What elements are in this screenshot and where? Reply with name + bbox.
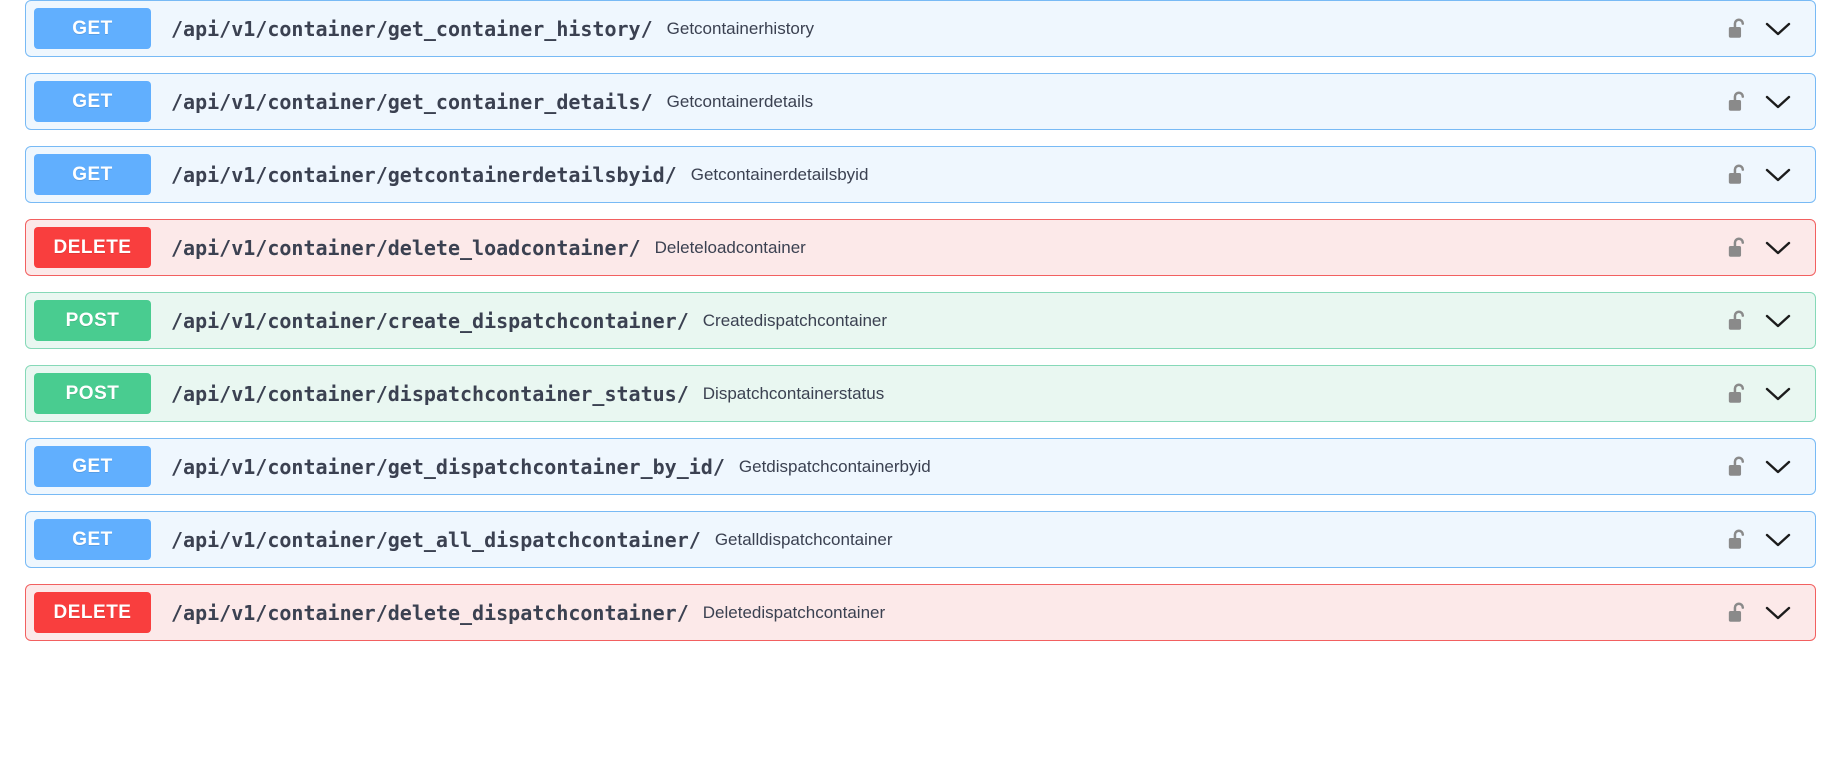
operation-row-get[interactable]: GET /api/v1/container/getcontainerdetail…	[25, 146, 1816, 203]
http-method-badge: GET	[34, 81, 151, 122]
authorization-lock-button[interactable]	[1727, 17, 1749, 41]
unlocked-padlock-icon	[1728, 236, 1745, 257]
authorization-lock-button[interactable]	[1727, 528, 1749, 552]
operation-path: /api/v1/container/get_all_dispatchcontai…	[171, 527, 701, 552]
expand-operation-button[interactable]	[1763, 19, 1793, 39]
operation-summary: Getcontainerdetails	[666, 91, 814, 111]
authorization-lock-button[interactable]	[1727, 601, 1749, 625]
unlocked-padlock-icon	[1728, 90, 1745, 111]
authorization-lock-button[interactable]	[1727, 455, 1749, 479]
chevron-down-icon	[1765, 314, 1791, 327]
operation-summary: Dispatchcontainerstatus	[702, 383, 885, 403]
operation-path: /api/v1/container/delete_loadcontainer/	[171, 235, 641, 260]
operation-summary: Getcontainerhistory	[666, 18, 815, 38]
chevron-down-icon	[1765, 533, 1791, 546]
operation-summary: Getdispatchcontainerbyid	[738, 456, 931, 476]
operation-row-get[interactable]: GET /api/v1/container/get_all_dispatchco…	[25, 511, 1816, 568]
operation-summary: Getcontainerdetailsbyid	[690, 164, 869, 184]
authorization-lock-button[interactable]	[1727, 382, 1749, 406]
authorization-lock-button[interactable]	[1727, 163, 1749, 187]
chevron-down-icon	[1765, 387, 1791, 400]
operation-actions	[1727, 528, 1793, 552]
operation-actions	[1727, 163, 1793, 187]
http-method-badge: GET	[34, 519, 151, 560]
http-method-badge: POST	[34, 300, 151, 341]
expand-operation-button[interactable]	[1763, 530, 1793, 550]
http-method-badge: POST	[34, 373, 151, 414]
operation-path: /api/v1/container/get_container_details/	[171, 89, 653, 114]
expand-operation-button[interactable]	[1763, 311, 1793, 331]
http-method-badge: GET	[34, 8, 151, 49]
operation-summary: Createdispatchcontainer	[702, 310, 888, 330]
operation-summary: Deletedispatchcontainer	[702, 602, 886, 622]
expand-operation-button[interactable]	[1763, 92, 1793, 112]
authorization-lock-button[interactable]	[1727, 236, 1749, 260]
chevron-down-icon	[1765, 168, 1791, 181]
authorization-lock-button[interactable]	[1727, 90, 1749, 114]
operation-actions	[1727, 455, 1793, 479]
operation-row-get[interactable]: GET /api/v1/container/get_dispatchcontai…	[25, 438, 1816, 495]
chevron-down-icon	[1765, 241, 1791, 254]
expand-operation-button[interactable]	[1763, 457, 1793, 477]
operations-list: GET /api/v1/container/get_container_hist…	[25, 0, 1816, 641]
operation-summary: Deleteloadcontainer	[654, 237, 806, 257]
operation-actions	[1727, 90, 1793, 114]
chevron-down-icon	[1765, 606, 1791, 619]
operation-row-get[interactable]: GET /api/v1/container/get_container_hist…	[25, 0, 1816, 57]
operation-row-post[interactable]: POST /api/v1/container/create_dispatchco…	[25, 292, 1816, 349]
operation-path: /api/v1/container/dispatchcontainer_stat…	[171, 381, 689, 406]
operation-path: /api/v1/container/delete_dispatchcontain…	[171, 600, 689, 625]
chevron-down-icon	[1765, 95, 1791, 108]
http-method-badge: GET	[34, 154, 151, 195]
expand-operation-button[interactable]	[1763, 384, 1793, 404]
operation-path: /api/v1/container/getcontainerdetailsbyi…	[171, 162, 677, 187]
operation-row-get[interactable]: GET /api/v1/container/get_container_deta…	[25, 73, 1816, 130]
unlocked-padlock-icon	[1728, 17, 1745, 38]
unlocked-padlock-icon	[1728, 455, 1745, 476]
operation-path: /api/v1/container/get_container_history/	[171, 16, 653, 41]
http-method-badge: DELETE	[34, 592, 151, 633]
chevron-down-icon	[1765, 22, 1791, 35]
operation-row-post[interactable]: POST /api/v1/container/dispatchcontainer…	[25, 365, 1816, 422]
unlocked-padlock-icon	[1728, 163, 1745, 184]
chevron-down-icon	[1765, 460, 1791, 473]
authorization-lock-button[interactable]	[1727, 309, 1749, 333]
http-method-badge: DELETE	[34, 227, 151, 268]
operation-summary: Getalldispatchcontainer	[714, 529, 893, 549]
expand-operation-button[interactable]	[1763, 238, 1793, 258]
expand-operation-button[interactable]	[1763, 603, 1793, 623]
unlocked-padlock-icon	[1728, 382, 1745, 403]
http-method-badge: GET	[34, 446, 151, 487]
operation-row-delete[interactable]: DELETE /api/v1/container/delete_loadcont…	[25, 219, 1816, 276]
operation-row-delete[interactable]: DELETE /api/v1/container/delete_dispatch…	[25, 584, 1816, 641]
operation-path: /api/v1/container/create_dispatchcontain…	[171, 308, 689, 333]
operation-path: /api/v1/container/get_dispatchcontainer_…	[171, 454, 725, 479]
unlocked-padlock-icon	[1728, 528, 1745, 549]
expand-operation-button[interactable]	[1763, 165, 1793, 185]
unlocked-padlock-icon	[1728, 601, 1745, 622]
operation-actions	[1727, 309, 1793, 333]
operation-actions	[1727, 382, 1793, 406]
operation-actions	[1727, 236, 1793, 260]
unlocked-padlock-icon	[1728, 309, 1745, 330]
operation-actions	[1727, 601, 1793, 625]
operation-actions	[1727, 17, 1793, 41]
